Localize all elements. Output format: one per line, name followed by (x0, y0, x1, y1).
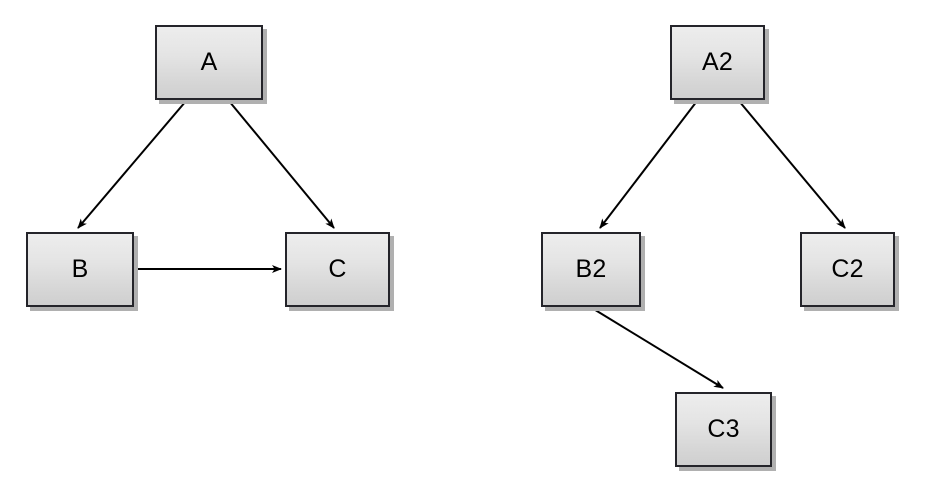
node-A-label: A (200, 48, 218, 76)
node-B2-label: B2 (575, 255, 607, 283)
node-A[interactable]: A (155, 25, 263, 100)
edge-B2-to-C3 (591, 307, 724, 389)
node-C-label: C (328, 255, 347, 283)
node-A2[interactable]: A2 (670, 25, 765, 100)
node-A2-label: A2 (702, 48, 733, 76)
node-C3[interactable]: C3 (675, 392, 772, 467)
edge-A-to-C (228, 100, 335, 229)
node-B[interactable]: B (26, 232, 134, 307)
node-C2-label: C2 (831, 255, 864, 283)
edge-A2-to-B2 (599, 100, 698, 229)
node-C[interactable]: C (285, 232, 390, 307)
edge-A-to-B (77, 100, 187, 229)
edge-A2-to-C2 (738, 100, 846, 229)
node-B-label: B (71, 255, 89, 283)
node-C2[interactable]: C2 (800, 232, 895, 307)
node-B2[interactable]: B2 (541, 232, 641, 307)
node-C3-label: C3 (707, 415, 740, 443)
